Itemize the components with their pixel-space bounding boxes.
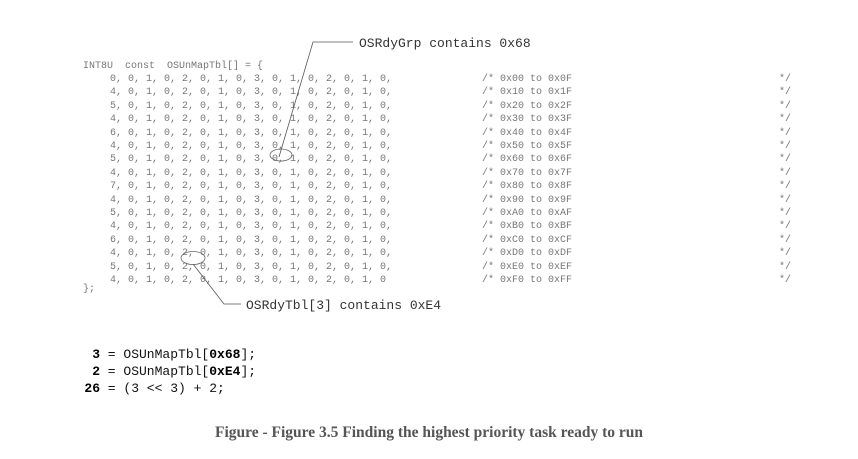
table-row-values: 7, 0, 1, 0, 2, 0, 1, 0, 3, 0, 1, 0, 2, 0… [110,181,393,193]
table-row-comment-end: */ [779,114,792,126]
table-row-values: 4, 0, 1, 0, 2, 0, 1, 0, 3, 0, 1, 0, 2, 0… [110,114,393,126]
table-row-values: 5, 0, 1, 0, 2, 0, 1, 0, 3, 0, 1, 0, 2, 0… [110,261,393,273]
table-row-comment-end: */ [779,194,792,206]
table-row-comment: /* 0x90 to 0x9F [482,194,573,206]
table-row-comment-end: */ [779,141,792,152]
highlight-ellipse-2 [180,251,206,265]
expression-text: = OSUnMapTbl[ [100,347,210,362]
table-row-values: 4, 0, 1, 0, 2, 0, 1, 0, 3, 0, 1, 0, 2, 0… [110,167,393,179]
expression-tail: ]; [240,347,257,362]
callout-osrdygrp: OSRdyGrp contains 0x68 [359,36,531,51]
table-row-values: 6, 0, 1, 0, 2, 0, 1, 0, 3, 0, 1, 0, 2, 0… [110,234,393,246]
figure-caption: Figure - Figure 3.5 Finding the highest … [215,424,643,441]
table-declaration: INT8U const OSUnMapTbl[] = { [83,61,264,72]
table-row-comment-end: */ [779,208,792,219]
table-row-values: 6, 0, 1, 0, 2, 0, 1, 0, 3, 0, 1, 0, 2, 0… [110,127,393,139]
table-row-comment-end: */ [779,221,792,233]
table-row-comment-end: */ [779,248,792,260]
expression-line: 26 = (3 << 3) + 2; [78,380,225,397]
highlight-ellipse-3 [269,148,293,162]
expression-result: 3 [92,347,100,362]
table-row-comment: /* 0x10 to 0x1F [482,87,573,99]
table-row-comment-end: */ [779,275,792,286]
table-row-values: 4, 0, 1, 0, 2, 0, 1, 0, 3, 0, 1, 0, 2, 0… [110,194,393,206]
expression-tail: ]; [240,364,257,379]
table-row-values: 0, 0, 1, 0, 2, 0, 1, 0, 3, 0, 1, 0, 2, 0… [110,74,393,85]
table-row-values: 4, 0, 1, 0, 2, 0, 1, 0, 3, 0, 1, 0, 2, 0… [110,248,393,260]
expression-text: = OSUnMapTbl[ [100,364,210,379]
table-row-values: 5, 0, 1, 0, 2, 0, 1, 0, 3, 0, 1, 0, 2, 0… [110,100,393,112]
table-row-values: 5, 0, 1, 0, 2, 0, 1, 0, 3, 0, 1, 0, 2, 0… [110,154,393,166]
table-row-comment-end: */ [779,87,792,99]
callout-osrdygrp-leader [278,41,353,158]
table-row-comment: /* 0x50 to 0x5F [482,141,573,152]
expression-result: 2 [92,364,100,379]
table-row-comment-end: */ [779,154,792,166]
table-row-comment-end: */ [779,234,792,246]
table-row-comment: /* 0x20 to 0x2F [482,100,573,112]
table-row-values: 4, 0, 1, 0, 2, 0, 1, 0, 3, 0, 1, 0, 2, 0… [110,221,393,233]
expression-line: 3 = OSUnMapTbl[0x68]; [78,346,256,363]
callout-osrdytbl-leader [192,263,241,305]
table-row-values: 4, 0, 1, 0, 2, 0, 1, 0, 3, 0, 1, 0, 2, 0… [110,141,393,152]
table-row-values: 5, 0, 1, 0, 2, 0, 1, 0, 3, 0, 1, 0, 2, 0… [110,208,393,219]
table-row-comment: /* 0x80 to 0x8F [482,181,573,193]
table-row-comment-end: */ [779,261,792,273]
table-row-comment: /* 0x40 to 0x4F [482,127,573,139]
table-row-comment: /* 0xD0 to 0xDF [482,248,573,260]
table-row-comment: /* 0xC0 to 0xCF [482,234,573,246]
table-row-comment: /* 0xA0 to 0xAF [482,208,573,219]
table-row-comment-end: */ [779,74,792,85]
table-row-comment-end: */ [779,167,792,179]
table-row-comment: /* 0x60 to 0x6F [482,154,573,166]
expression-text: = (3 << 3) + 2; [100,381,225,396]
table-row-comment-end: */ [779,127,792,139]
expression-line: 2 = OSUnMapTbl[0xE4]; [78,363,256,380]
expression-argument: 0xE4 [209,364,241,379]
callout-osrdytbl: OSRdyTbl[3] contains 0xE4 [246,298,442,313]
expression-result: 26 [84,381,100,396]
table-row-values: 4, 0, 1, 0, 2, 0, 1, 0, 3, 0, 1, 0, 2, 0… [110,87,393,99]
table-row-comment: /* 0xE0 to 0xEF [482,261,573,273]
table-row-comment: /* 0x00 to 0x0F [482,74,573,85]
table-row-comment-end: */ [779,181,792,193]
table-row-comment: /* 0x30 to 0x3F [482,114,573,126]
table-row-comment: /* 0xB0 to 0xBF [482,221,573,233]
expression-argument: 0x68 [209,347,241,362]
table-row-comment: /* 0x70 to 0x7F [482,167,573,179]
table-row-comment: /* 0xF0 to 0xFF [482,275,573,286]
table-row-comment-end: */ [779,100,792,112]
table-closing-brace: }; [83,284,96,295]
